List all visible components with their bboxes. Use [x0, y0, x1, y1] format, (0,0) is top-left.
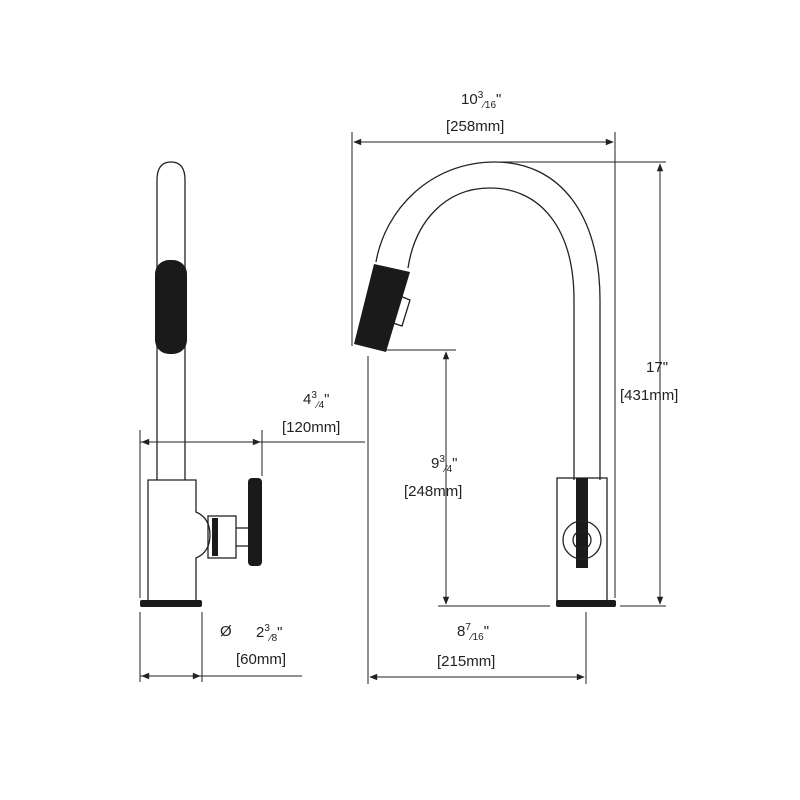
side-view-body — [147, 479, 211, 603]
dim-reach-imperial: 87⁄16" — [457, 622, 489, 643]
side-view-base-plate — [140, 600, 202, 607]
front-view-base-plate — [556, 600, 616, 607]
dim-handle-projection-imperial: 43⁄4" — [303, 390, 329, 411]
side-view: 43⁄4" [120mm] Ø 23⁄8" [60mm] — [139, 161, 365, 682]
dim-base-diameter-metric: [60mm] — [236, 651, 286, 668]
side-view-sprayer-grip — [155, 260, 187, 354]
front-view-handle-hub — [562, 520, 602, 560]
front-view-sprayer-head — [354, 264, 410, 352]
side-view-lever — [248, 478, 262, 566]
front-view-spout-inner — [407, 187, 575, 480]
dim-overall-width-metric: [258mm] — [446, 118, 504, 135]
side-view-handle-hub — [207, 515, 237, 559]
dim-base-diameter-symbol: Ø — [220, 623, 232, 640]
dim-overall-height-imperial: 17" — [646, 359, 668, 376]
dim-overall-height-metric: [431mm] — [620, 387, 678, 404]
dim-reach-metric: [215mm] — [437, 653, 495, 670]
side-view-handle-ring — [212, 518, 218, 556]
dim-spout-height-imperial: 93⁄4" — [431, 454, 457, 475]
dim-base-diameter-imperial: 23⁄8" — [256, 623, 282, 644]
dim-overall-width-imperial: 103⁄16" — [461, 90, 501, 111]
front-view-spout-outer — [375, 161, 601, 480]
dim-handle-projection-metric: [120mm] — [282, 419, 340, 436]
dim-spout-height-metric: [248mm] — [404, 483, 462, 500]
side-view-spout — [156, 161, 186, 480]
front-view: 103⁄16" [258mm] 17" [431mm] 93⁄4" [248mm… — [351, 90, 678, 684]
